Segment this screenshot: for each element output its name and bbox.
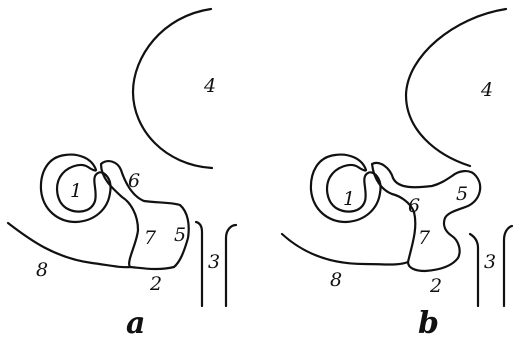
panel-a-base-8 (8, 223, 130, 267)
panel-a-label-6: 6 (128, 170, 140, 192)
panel-b-base-8 (282, 234, 408, 265)
panel-a-tube-3-right (226, 225, 236, 306)
panel-b-label-3: 3 (484, 251, 496, 273)
panel-b: 1 2 3 4 5 6 7 8 b (282, 9, 512, 341)
panel-a-label-4: 4 (203, 75, 216, 97)
panel-a-label-7: 7 (144, 227, 157, 249)
panel-a-label-5: 5 (174, 224, 186, 246)
panel-b-label-5: 5 (456, 183, 468, 205)
panel-b-label-4: 4 (480, 79, 493, 101)
panel-b-caption: b (418, 306, 439, 341)
panel-a-label-2: 2 (149, 273, 162, 295)
panel-a-label-3: 3 (208, 251, 220, 273)
panel-a-label-8: 8 (36, 259, 48, 281)
panel-b-label-1: 1 (343, 188, 355, 210)
panel-a-caption: a (126, 306, 145, 341)
panel-b-label-7: 7 (418, 227, 431, 249)
panel-a-body-7 (101, 161, 189, 269)
panel-b-label-8: 8 (330, 269, 342, 291)
panel-b-label-2: 2 (429, 275, 442, 297)
panel-a-label-1: 1 (70, 180, 82, 202)
panel-a-tube-3-left (196, 222, 202, 306)
panel-b-tube-3-right (504, 226, 512, 306)
panel-b-tube-3-left (470, 234, 478, 306)
panel-b-label-6: 6 (408, 195, 420, 217)
panel-a-arc-4 (133, 9, 212, 168)
panel-b-body-7 (372, 163, 480, 271)
panel-a: 1 2 3 4 5 6 7 8 a (8, 9, 236, 341)
